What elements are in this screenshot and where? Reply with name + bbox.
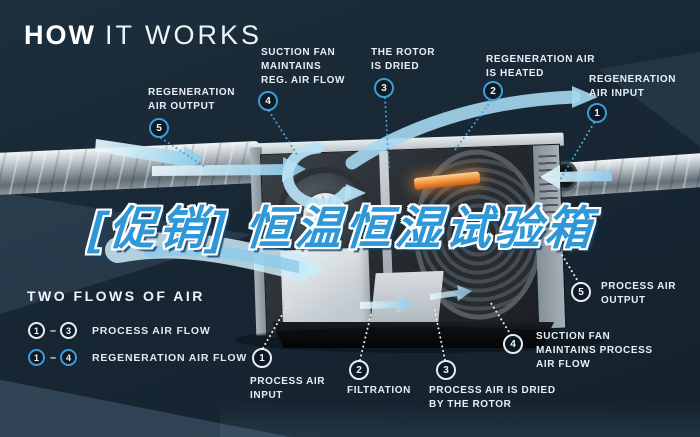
inlet-arrow-left xyxy=(95,139,204,172)
legend-badge-process-from: 1 xyxy=(28,322,45,339)
callout-badge-3-regen: 3 xyxy=(374,78,394,98)
process-leader-lines xyxy=(262,249,580,361)
callout-label-process-input: PROCESS AIR INPUT xyxy=(250,376,326,401)
duct-flow-arrow xyxy=(152,157,306,182)
callout-badge-4-process: 4 xyxy=(503,334,523,354)
callout-badge-2-process: 2 xyxy=(349,360,369,380)
top-swoosh-arrowhead xyxy=(572,86,598,108)
promo-overlay-text: [促销] 恒温恒湿试验箱 xyxy=(87,202,598,254)
callout-label-regen-input: REGENERATION AIR INPUT xyxy=(589,74,677,99)
right-inlet-arrow xyxy=(540,165,612,189)
fan-swirl-arrowhead xyxy=(344,184,366,203)
callout-label-filtration: FILTRATION xyxy=(347,385,411,396)
callout-badge-1-process: 1 xyxy=(252,348,272,368)
legend-badge-regen-from: 1 xyxy=(28,349,45,366)
callout-label-regen-fan: SUCTION FAN MAINTAINS REG. AIR FLOW xyxy=(261,47,346,86)
interior-arrow-1 xyxy=(360,296,414,313)
callout-badge-2-regen: 2 xyxy=(483,81,503,101)
callout-badge-1-regen: 1 xyxy=(587,103,607,123)
airflow-arrows xyxy=(95,86,612,313)
legend-label-process: PROCESS AIR FLOW xyxy=(92,325,211,337)
callout-label-rotor-dried: THE ROTOR IS DRIED xyxy=(371,47,436,72)
callout-badge-4-regen: 4 xyxy=(258,91,278,111)
callout-label-process-output: PROCESS AIR OUTPUT xyxy=(601,281,677,306)
title-bold-word: HOW xyxy=(24,20,96,50)
bottom-swoosh-arrowhead xyxy=(298,254,326,283)
callout-badge-5-regen: 5 xyxy=(149,118,169,138)
interior-arrow-2 xyxy=(430,285,472,301)
callout-label-regen-output: REGENERATION AIR OUTPUT xyxy=(148,87,236,112)
callout-badge-5-process: 5 xyxy=(571,282,591,302)
regeneration-leader-lines xyxy=(160,97,595,181)
callout-badge-3-process: 3 xyxy=(436,360,456,380)
fan-swirl-arrow xyxy=(282,142,352,210)
legend-heading: TWO FLOWS OF AIR xyxy=(27,288,205,304)
title-light-words: IT WORKS xyxy=(104,20,262,50)
legend-badge-process-to: 3 xyxy=(60,322,77,339)
legend-label-regeneration: REGENERATION AIR FLOW xyxy=(92,352,248,364)
legend-dash: – xyxy=(50,325,57,337)
legend-dash: – xyxy=(50,352,57,364)
top-swoosh-arrow xyxy=(345,90,581,170)
bottom-swoosh-core xyxy=(144,243,308,274)
legend-badge-regen-to: 4 xyxy=(60,349,77,366)
page-title: HOW IT WORKS xyxy=(24,20,262,51)
callout-label-regen-heated: REGENERATION AIR IS HEATED xyxy=(486,54,596,79)
callout-label-process-dried: PROCESS AIR IS DRIED BY THE ROTOR xyxy=(429,385,556,410)
callout-label-process-fan: SUCTION FAN MAINTAINS PROCESS AIR FLOW xyxy=(536,331,653,370)
